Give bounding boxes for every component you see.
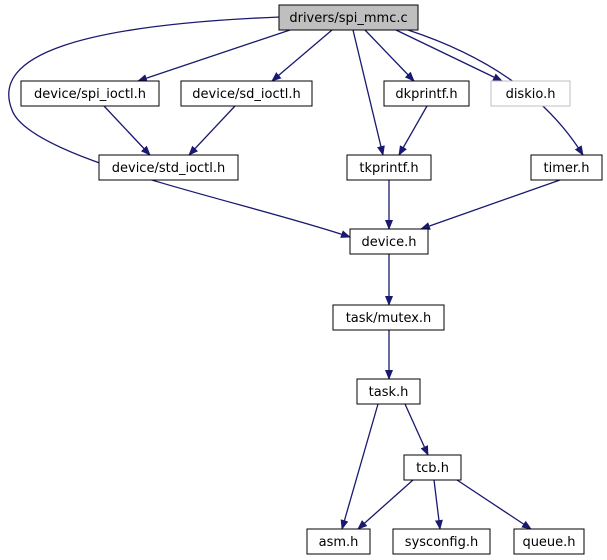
node-label: task/mutex.h — [346, 311, 432, 326]
node-box — [356, 378, 421, 405]
node-diskio[interactable]: diskio.h — [490, 80, 571, 107]
edge-timer-to-device — [420, 179, 561, 230]
edge-tcb-to-queue — [456, 479, 532, 530]
node-dkprintf[interactable]: dkprintf.h — [383, 80, 470, 107]
node-label: asm.h — [319, 535, 359, 550]
node-label: device/std_ioctl.h — [112, 161, 226, 176]
node-box — [403, 454, 462, 481]
node-spi-ioctl[interactable]: device/spi_ioctl.h — [20, 80, 160, 107]
node-label: timer.h — [544, 161, 590, 176]
edge-sd_ioctl-to-std_ioctl — [188, 105, 236, 156]
edge-spi_mmc-to-tkprintf — [352, 29, 385, 156]
node-box — [180, 80, 313, 107]
edge-spi_mmc-to-device — [8, 16, 351, 238]
node-std-ioctl[interactable]: device/std_ioctl.h — [98, 154, 239, 181]
node-label: task.h — [369, 385, 409, 400]
node-label: dkprintf.h — [395, 87, 457, 102]
node-label: device/spi_ioctl.h — [34, 87, 146, 102]
node-box — [349, 228, 429, 255]
node-box — [346, 154, 432, 181]
node-box — [392, 528, 491, 555]
node-label: device/sd_ioctl.h — [192, 87, 300, 102]
edge-spi_mmc-to-spi_ioctl — [137, 29, 291, 82]
edge-spi_mmc-to-dkprintf — [364, 29, 415, 82]
node-tcb[interactable]: tcb.h — [403, 454, 462, 481]
node-box — [490, 80, 571, 107]
node-box — [306, 528, 371, 555]
node-label: diskio.h — [506, 87, 556, 102]
edge-spi_mmc-to-sd_ioctl — [271, 29, 333, 82]
node-label: queue.h — [522, 535, 575, 550]
node-queue[interactable]: queue.h — [513, 528, 585, 555]
node-mutex[interactable]: task/mutex.h — [332, 304, 445, 331]
node-label: tcb.h — [416, 461, 449, 476]
edge-task-to-tcb — [404, 403, 429, 456]
node-label: tkprintf.h — [359, 161, 418, 176]
edge-dkprintf-to-tkprintf — [398, 105, 428, 156]
node-task[interactable]: task.h — [356, 378, 421, 405]
node-label: sysconfig.h — [405, 535, 478, 550]
node-box — [530, 154, 603, 181]
node-box — [20, 80, 160, 107]
node-box — [332, 304, 445, 331]
node-label: device.h — [361, 235, 416, 250]
node-box — [98, 154, 239, 181]
node-spi-mmc[interactable]: drivers/spi_mmc.c — [278, 4, 419, 31]
node-label: drivers/spi_mmc.c — [289, 11, 407, 26]
node-box — [278, 4, 419, 31]
edge-tcb-to-sysconfig — [433, 479, 443, 530]
edge-tcb-to-asm — [357, 479, 414, 530]
edge-task-to-asm — [340, 403, 379, 530]
node-box — [383, 80, 470, 107]
node-tkprintf[interactable]: tkprintf.h — [346, 154, 432, 181]
node-sd-ioctl[interactable]: device/sd_ioctl.h — [180, 80, 313, 107]
node-timer[interactable]: timer.h — [530, 154, 603, 181]
node-device[interactable]: device.h — [349, 228, 429, 255]
node-asm[interactable]: asm.h — [306, 528, 371, 555]
edge-spi_mmc-to-diskio — [395, 29, 503, 82]
node-sysconfig[interactable]: sysconfig.h — [392, 528, 491, 555]
node-box — [513, 528, 585, 555]
edge-spi_ioctl-to-std_ioctl — [103, 105, 151, 156]
